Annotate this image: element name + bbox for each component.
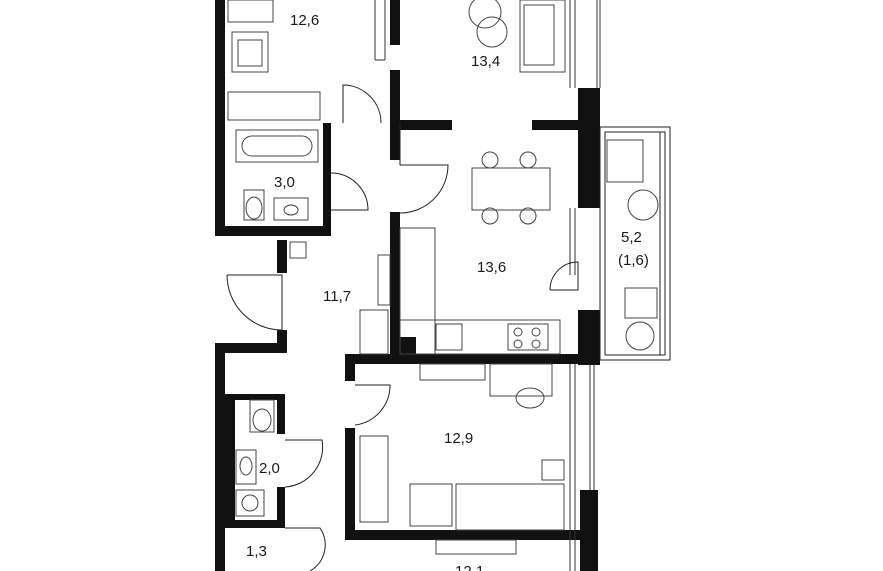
room-balcony-area: 5,2	[621, 229, 642, 246]
room-bedroom-top-area: 12,6	[290, 12, 319, 29]
doors	[226, 84, 579, 571]
room-living-top-area: 13,4	[471, 53, 500, 70]
room-bathroom-area: 3,0	[274, 174, 295, 191]
windows	[374, 0, 601, 571]
room-storage-area: 1,3	[246, 543, 267, 560]
room-balcony-sub-area: (1,6)	[618, 252, 649, 269]
room-wc-area: 2,0	[259, 460, 280, 477]
walls	[215, 0, 600, 571]
furniture	[227, 0, 659, 555]
room-hall-area: 11,7	[323, 288, 351, 305]
room-labels: 12,6 13,4 3,0 13,6 5,2 (1,6) 11,7 12,9 2…	[246, 12, 649, 571]
room-bottom-area: 12,1	[455, 563, 484, 571]
room-kitchen-area: 13,6	[477, 259, 506, 276]
room-bedroom-mid-area: 12,9	[444, 430, 473, 447]
balcony-outline	[599, 126, 671, 361]
